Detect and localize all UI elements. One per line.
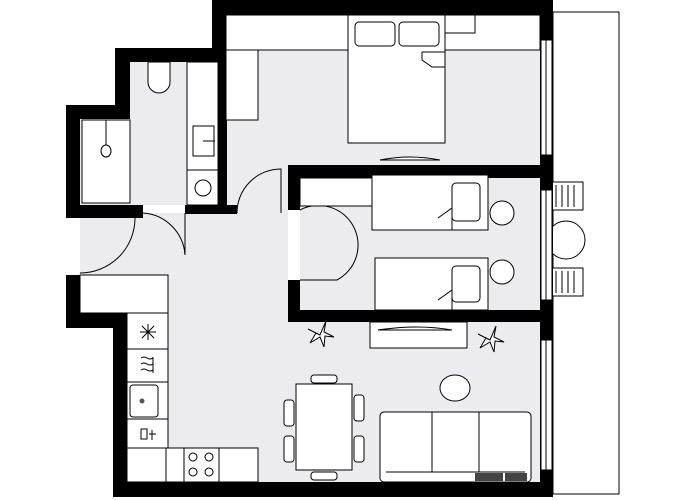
dresser xyxy=(225,49,259,121)
nightstand xyxy=(444,14,476,34)
hall-cabinet xyxy=(79,274,169,314)
pouf xyxy=(439,374,471,402)
tv xyxy=(377,326,453,331)
stool xyxy=(489,200,515,226)
radiator xyxy=(505,473,527,481)
sofa xyxy=(379,411,532,483)
plant-icon xyxy=(477,325,505,353)
balcony xyxy=(546,11,620,495)
hall xyxy=(79,274,169,314)
sink-drain xyxy=(139,398,145,404)
tv-cabinet xyxy=(369,321,468,349)
desk xyxy=(299,177,373,207)
toilet-icon xyxy=(147,61,171,94)
washing-machine-icon xyxy=(194,179,212,197)
living-room xyxy=(283,320,532,483)
dishwasher-icon xyxy=(140,356,154,373)
freezer-icon xyxy=(140,324,156,340)
shower-drain-icon xyxy=(100,144,112,158)
radiator xyxy=(475,473,503,481)
kitchen xyxy=(126,312,259,483)
stove-icon xyxy=(188,452,214,477)
dining-table xyxy=(295,383,353,471)
wine-fridge-icon xyxy=(140,428,156,440)
balcony-chair xyxy=(548,181,584,211)
pillow xyxy=(354,21,396,47)
tv-bedroom xyxy=(379,156,441,161)
dining-chairs xyxy=(283,374,365,481)
pillow xyxy=(451,265,481,303)
balcony-chair xyxy=(548,267,584,297)
kids-bedroom xyxy=(299,174,515,311)
bedroom xyxy=(225,14,541,161)
pillow xyxy=(451,182,481,222)
walls xyxy=(66,0,553,497)
stool xyxy=(489,259,515,285)
pillow xyxy=(398,21,440,47)
plant-icon xyxy=(307,320,335,348)
bathroom xyxy=(81,61,219,206)
